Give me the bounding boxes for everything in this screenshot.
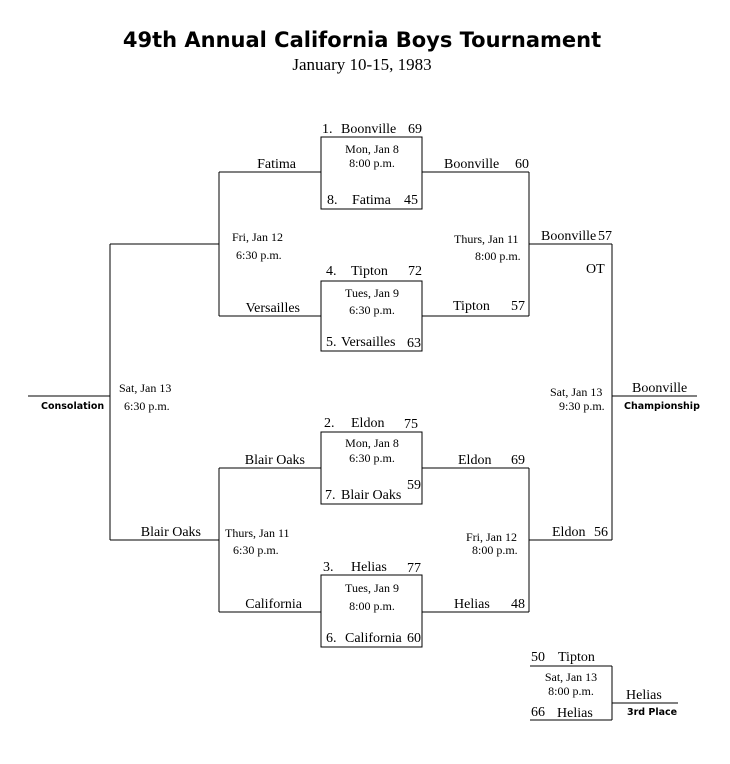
team-name: Helias: [351, 560, 387, 575]
score: 56: [594, 525, 608, 540]
game-date: Tues, Jan 9: [345, 581, 399, 595]
game-time: 8:00 p.m.: [472, 543, 518, 557]
team-name: Fatima: [257, 157, 297, 172]
score: 50: [531, 650, 545, 665]
team-name: Helias: [454, 597, 490, 612]
seed: 4.: [326, 264, 337, 279]
third-place-winner: Helias: [626, 688, 662, 703]
game-time: 6:30 p.m.: [349, 303, 395, 317]
score: 72: [408, 264, 422, 279]
team-name: Helias: [557, 706, 593, 721]
team-name: Versailles: [341, 335, 395, 350]
seed: 3.: [323, 560, 334, 575]
game-date: Fri, Jan 12: [466, 530, 517, 544]
score: 59: [407, 478, 421, 493]
score: 57: [598, 229, 612, 244]
seed: 5.: [326, 335, 337, 350]
game-time: 6:30 p.m.: [236, 248, 282, 262]
seed: 7.: [325, 488, 336, 503]
game-date: Sat, Jan 13: [545, 670, 597, 684]
score: 48: [511, 597, 525, 612]
game-time: 8:00 p.m.: [475, 249, 521, 263]
score: 60: [407, 631, 421, 646]
third-place-label: 3rd Place: [627, 707, 677, 718]
score: 66: [531, 705, 545, 720]
score: 77: [407, 561, 421, 576]
game-date: Mon, Jan 8: [345, 142, 399, 156]
game-time: 6:30 p.m.: [233, 543, 279, 557]
team-name: Tipton: [351, 264, 388, 279]
game-date: Sat, Jan 13: [550, 385, 602, 399]
seed: 2.: [324, 416, 335, 431]
game-time: 6:30 p.m.: [124, 399, 170, 413]
game-date: Fri, Jan 12: [232, 230, 283, 244]
game-time: 9:30 p.m.: [559, 399, 605, 413]
game-box-2: 4. Tipton 72 Tues, Jan 9 6:30 p.m. 5. Ve…: [320, 264, 423, 352]
score: 57: [511, 299, 525, 314]
game-box-1: 1. Boonville 69 Mon, Jan 8 8:00 p.m. 8. …: [320, 122, 423, 210]
game-time: 8:00 p.m.: [349, 599, 395, 613]
champion-name: Boonville: [632, 381, 687, 396]
team-name: California: [245, 597, 303, 612]
game-date: Thurs, Jan 11: [225, 526, 290, 540]
team-name: Boonville: [444, 157, 499, 172]
left-bracket: Fatima Versailles Fri, Jan 12 6:30 p.m. …: [28, 157, 321, 613]
consolation-label: Consolation: [41, 401, 104, 412]
page-title: 49th Annual California Boys Tournament: [123, 28, 601, 52]
game-date: Tues, Jan 9: [345, 286, 399, 300]
team-name: California: [345, 631, 403, 646]
third-place-game: 50 Tipton Sat, Jan 13 8:00 p.m. 66 Helia…: [530, 650, 678, 721]
score: 69: [511, 453, 525, 468]
championship-label: Championship: [624, 401, 700, 412]
team-name: Versailles: [246, 301, 300, 316]
team-name: Fatima: [352, 193, 392, 208]
overtime-label: OT: [586, 262, 605, 277]
team-name: Eldon: [351, 416, 384, 431]
game-time: 6:30 p.m.: [349, 451, 395, 465]
seed: 8.: [327, 193, 338, 208]
game-time: 8:00 p.m.: [349, 156, 395, 170]
team-name: Boonville: [341, 122, 396, 137]
game-time: 8:00 p.m.: [548, 684, 594, 698]
team-name: Boonville: [541, 229, 596, 244]
game-date: Thurs, Jan 11: [454, 232, 519, 246]
score: 45: [404, 193, 418, 208]
score: 75: [404, 417, 418, 432]
game-date: Mon, Jan 8: [345, 436, 399, 450]
team-name: Eldon: [458, 453, 491, 468]
score: 69: [408, 122, 422, 137]
score: 63: [407, 336, 421, 351]
score: 60: [515, 157, 529, 172]
page-subtitle: January 10-15, 1983: [292, 55, 431, 74]
team-name: Tipton: [558, 650, 595, 665]
team-name: Blair Oaks: [341, 488, 401, 503]
team-name: Tipton: [453, 299, 490, 314]
seed: 6.: [326, 631, 337, 646]
game-box-4: 3. Helias 77 Tues, Jan 9 8:00 p.m. 6. Ca…: [320, 560, 423, 648]
team-name: Blair Oaks: [245, 453, 305, 468]
team-name: Eldon: [552, 525, 585, 540]
seed: 1.: [322, 122, 333, 137]
team-name: Blair Oaks: [141, 525, 201, 540]
game-box-3: 2. Eldon 75 Mon, Jan 8 6:30 p.m. 7. Blai…: [320, 416, 423, 505]
right-bracket: Boonville 60 Tipton 57 Thurs, Jan 11 8:0…: [422, 157, 700, 613]
game-date: Sat, Jan 13: [119, 381, 171, 395]
